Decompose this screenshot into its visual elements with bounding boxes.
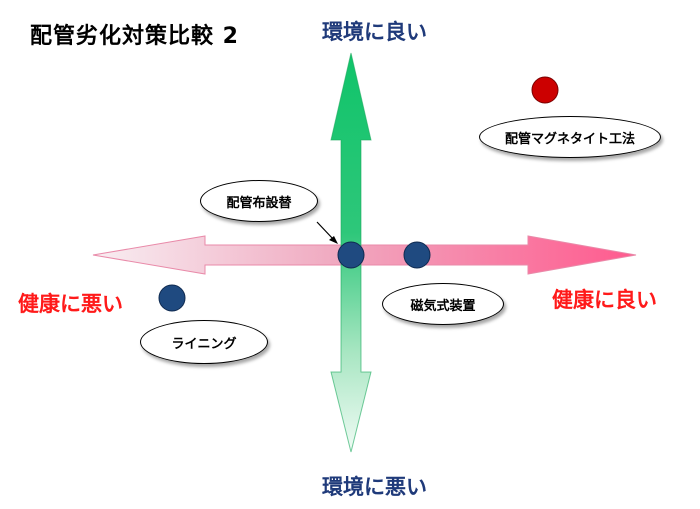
dot-pipe-replacement: [337, 241, 365, 269]
pointer-arrowhead: [329, 236, 338, 244]
label-bubble-pipe-replacement: 配管布設替: [200, 180, 318, 222]
diagram-title: 配管劣化対策比較 2: [30, 24, 239, 49]
label-bubble-magnetic-device: 磁気式装置: [382, 283, 504, 325]
label-magnetic-device: 磁気式装置: [410, 298, 476, 314]
label-magnetite: 配管マグネタイト工法: [504, 131, 635, 147]
label-lining: ライニング: [171, 336, 237, 352]
dot-magnetic-device: [403, 241, 431, 269]
axis-label-top: 環境に良い: [322, 20, 427, 44]
label-bubble-magnetite: 配管マグネタイト工法: [479, 116, 661, 158]
dot-magnetite: [531, 76, 559, 104]
pointer-line: [316, 221, 335, 241]
axis-label-bottom: 環境に悪い: [322, 475, 427, 499]
dot-lining: [158, 284, 186, 312]
label-bubble-lining: ライニング: [140, 320, 268, 364]
label-pipe-replacement: 配管布設替: [226, 195, 292, 211]
axis-label-right: 健康に良い: [552, 288, 657, 312]
axis-label-left: 健康に悪い: [18, 292, 123, 316]
